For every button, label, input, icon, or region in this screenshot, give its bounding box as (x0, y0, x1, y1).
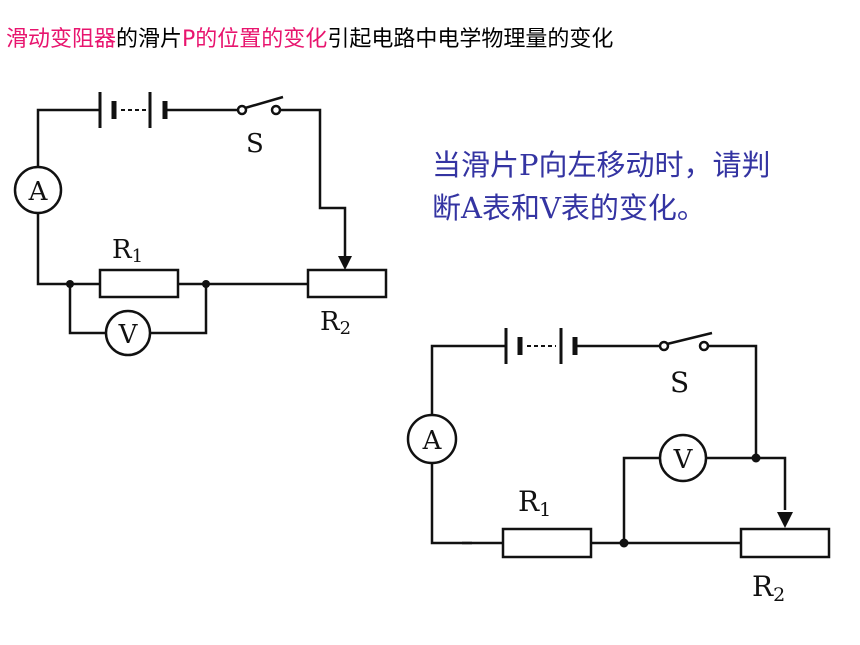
title-highlight-position: P的位置的变化 (182, 27, 328, 52)
circuit-2-wire-ammeter-down (430, 462, 503, 545)
circuit-2-junction-bottom (619, 538, 629, 548)
circuit-1-switch-label: S (246, 129, 264, 159)
circuit-1-rheostat-r2 (306, 268, 388, 299)
circuit-1-wire-top-left (36, 108, 100, 168)
circuit-1-junction-left (66, 280, 74, 288)
question-text: 当滑片P向左移动时，请判 断A表和V表的变化。 (432, 144, 842, 230)
question-line-1: 当滑片P向左移动时，请判 (432, 148, 771, 182)
circuit-1-wire-voltmeter-loop (68, 284, 208, 335)
circuit-2-switch-label: S (670, 366, 689, 399)
circuit-2-wire-top-left (430, 344, 506, 416)
question-line-2: 断A表和V表的变化。 (432, 191, 706, 225)
circuit-2-wire-voltmeter (622, 456, 756, 543)
circuit-1-wire-ammeter-down (36, 213, 100, 286)
title-highlight-rheostat: 滑动变阻器 (6, 27, 117, 52)
circuit-2-r2-label: R2 (752, 570, 785, 606)
circuit-2-r1-label: R1 (518, 485, 551, 521)
circuit-2-voltmeter-label: V (673, 445, 694, 475)
circuit-1-ammeter (13, 165, 63, 215)
circuit-2-slider-arrow (777, 512, 793, 528)
circuit-2-battery (504, 328, 578, 364)
title-text-slider: 的滑片 (116, 27, 183, 52)
circuit-1-battery (98, 92, 168, 128)
circuit-2: S A R1 V R2 (406, 328, 831, 606)
circuit-1-r1-label: R1 (112, 235, 143, 267)
circuit-2-resistor-r1 (501, 527, 593, 559)
circuit-2-voltmeter (658, 433, 708, 483)
slide-title: 滑动变阻器的滑片P的位置的变化引起电路中电学物理量的变化 (6, 26, 613, 54)
circuit-1-voltmeter (104, 309, 152, 357)
circuit-2-ammeter-label: A (422, 426, 443, 456)
circuit-2-switch (658, 331, 713, 352)
circuit-1-wire-switch-right (280, 108, 347, 258)
circuit-1-voltmeter-label: V (118, 320, 139, 350)
circuit-2-rheostat-r2 (739, 527, 831, 559)
circuit-1: S A R1 V R2 (13, 92, 388, 357)
circuit-1-slider-arrow (338, 256, 352, 270)
title-text-rest: 引起电路中电学物理量的变化 (327, 27, 614, 52)
circuit-2-ammeter (406, 413, 458, 465)
circuit-1-ammeter-label: A (28, 177, 49, 207)
circuit-1-switch (236, 95, 284, 116)
circuit-1-r2-label: R2 (320, 307, 351, 339)
circuit-2-junction-top (751, 453, 761, 463)
circuit-1-junction-right (202, 280, 210, 288)
circuit-1-resistor-r1 (98, 268, 180, 299)
circuit-2-wire-switch-right (708, 344, 787, 510)
